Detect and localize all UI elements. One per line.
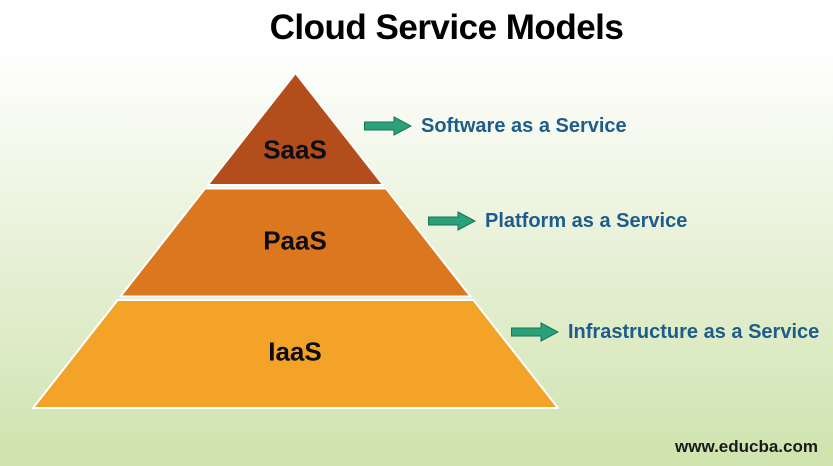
service-row-saas: Software as a Service: [364, 114, 627, 138]
service-row-iaas: Infrastructure as a Service: [511, 320, 819, 344]
service-label-saas: Software as a Service: [421, 114, 627, 137]
tier-label-paas: PaaS: [263, 225, 327, 256]
right-arrow-icon: [428, 211, 476, 231]
pyramid-tier-saas: [206, 72, 385, 186]
watermark: www.educba.com: [675, 437, 818, 456]
pyramid-tier-paas: [119, 187, 472, 298]
pyramid-tier-iaas: [32, 299, 559, 409]
diagram-title: Cloud Service Models: [269, 8, 624, 47]
right-arrow-icon: [364, 116, 412, 136]
right-arrow-shape: [428, 211, 476, 231]
tier-label-saas: SaaS: [263, 134, 327, 165]
tier-label-iaas: IaaS: [268, 336, 322, 367]
service-row-paas: Platform as a Service: [428, 209, 687, 233]
right-arrow-shape: [364, 116, 412, 136]
right-arrow-shape: [511, 322, 559, 342]
service-label-iaas: Infrastructure as a Service: [568, 320, 820, 343]
right-arrow-icon: [511, 322, 559, 342]
service-label-paas: Platform as a Service: [485, 209, 688, 232]
